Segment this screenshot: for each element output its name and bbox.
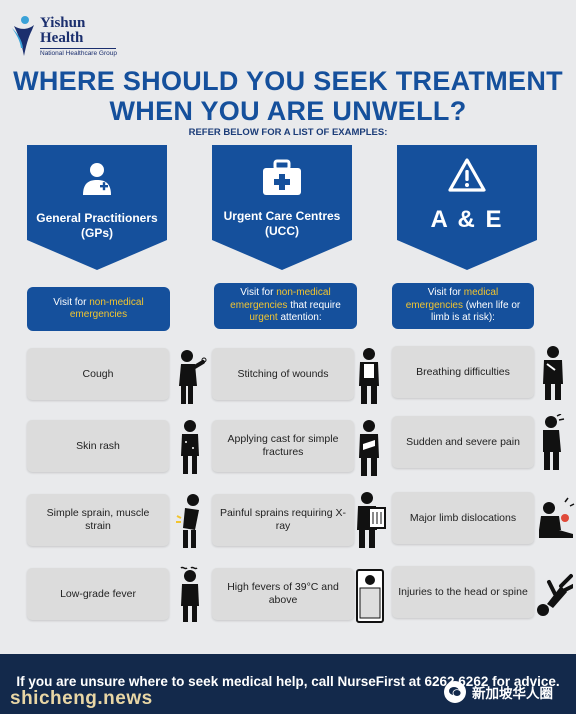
- wechat-icon: [444, 681, 466, 703]
- arm-sling-person-icon: [359, 420, 379, 476]
- logo-tagline: National Healthcare Group: [40, 50, 117, 57]
- footer-banner: If you are unsure where to seek medical …: [0, 654, 576, 714]
- logo-rule: [40, 48, 116, 49]
- ucc-note-mid: that require: [287, 299, 341, 311]
- watermark-right-text: 新加坡华人圈: [472, 686, 553, 701]
- coughing-person-icon: [179, 350, 207, 404]
- ucc-note-highlight2: urgent: [249, 312, 278, 324]
- footer-text: If you are unsure where to seek medical …: [16, 674, 560, 689]
- gp-note-highlight: non-medical emergencies: [69, 296, 144, 321]
- fever-person-icon: [180, 566, 199, 622]
- fallen-person-icon: [537, 574, 573, 616]
- person-in-bed-icon: [356, 569, 384, 623]
- first-aid-kit-icon: [263, 159, 301, 195]
- banner-ucc: Urgent Care Centres (UCC): [212, 145, 352, 270]
- gp-item-fever: Low-grade fever: [27, 568, 169, 620]
- watermark-right: 新加坡华人圈: [444, 681, 553, 703]
- title-line2: WHEN YOU ARE UNWELL?: [109, 96, 467, 126]
- bandaged-person-icon: [359, 348, 379, 404]
- ae-item-breathing: Breathing difficulties: [392, 346, 534, 398]
- yishun-health-logo: Yishun Health National Healthcare Group: [10, 10, 120, 62]
- warning-triangle-icon: [448, 158, 486, 192]
- banner-ucc-label: Urgent Care Centres (UCC): [212, 209, 352, 239]
- dislocation-person-icon: [539, 497, 575, 538]
- gp-item-cough: Cough: [27, 348, 169, 400]
- banner-gp-label-line1: General Practitioners: [36, 211, 158, 225]
- ae-note-pre: Visit for: [427, 287, 464, 299]
- banner-ucc-label-line1: Urgent Care Centres: [223, 209, 341, 223]
- severe-pain-person-icon: [543, 414, 565, 470]
- ae-note-post: (when life or limb is at risk):: [431, 299, 521, 324]
- scratching-person-icon: [181, 420, 199, 474]
- banner-ucc-label-line2: (UCC): [265, 224, 299, 238]
- banner-ae: A & E: [397, 145, 537, 270]
- page-subtitle: REFER BELOW FOR A LIST OF EXAMPLES:: [188, 127, 388, 138]
- title-line1: WHERE SHOULD YOU SEEK TREATMENT: [13, 66, 563, 96]
- doctor-icon: [83, 163, 111, 195]
- watermark-left: shicheng.news: [10, 688, 153, 709]
- ucc-note-pre: Visit for: [240, 287, 277, 299]
- logo-name-line2: Health: [40, 30, 84, 46]
- ucc-note-highlight: non-medical emergencies: [230, 287, 331, 311]
- ucc-item-high-fever: High fevers of 39°C and above: [212, 568, 354, 620]
- ae-item-severe-pain: Sudden and severe pain: [392, 416, 534, 468]
- ucc-note-post: attention:: [277, 312, 322, 324]
- ae-note-highlight: medical emergencies: [405, 287, 499, 311]
- xray-person-icon: [357, 492, 386, 548]
- gp-note-pre: Visit for: [53, 296, 90, 308]
- ae-item-dislocation: Major limb dislocations: [392, 492, 534, 544]
- banner-gp-label-line2: (GPs): [80, 226, 113, 240]
- breathing-difficulty-person-icon: [543, 346, 563, 400]
- gp-item-sprain: Simple sprain, muscle strain: [27, 494, 169, 546]
- ucc-item-cast: Applying cast for simple fractures: [212, 420, 354, 472]
- gp-visit-note: Visit for non-medical emergencies: [27, 287, 170, 331]
- ucc-item-xray: Painful sprains requiring X-ray: [212, 494, 354, 546]
- logo-name-line1: Yishun: [40, 15, 86, 31]
- ae-visit-note: Visit for medical emergencies (when life…: [392, 283, 534, 329]
- ucc-visit-note: Visit for non-medical emergencies that r…: [214, 283, 357, 329]
- ae-item-head-spine: Injuries to the head or spine: [392, 566, 534, 618]
- back-pain-person-icon: [176, 494, 199, 548]
- banner-gp: General Practitioners (GPs): [27, 145, 167, 270]
- ucc-item-stitching: Stitching of wounds: [212, 348, 354, 400]
- logo-figure-icon: [12, 16, 34, 56]
- page-title: WHERE SHOULD YOU SEEK TREATMENT WHEN YOU…: [0, 66, 576, 126]
- banner-gp-label: General Practitioners (GPs): [27, 211, 167, 241]
- gp-item-skin-rash: Skin rash: [27, 420, 169, 472]
- banner-ae-label: A & E: [430, 206, 504, 233]
